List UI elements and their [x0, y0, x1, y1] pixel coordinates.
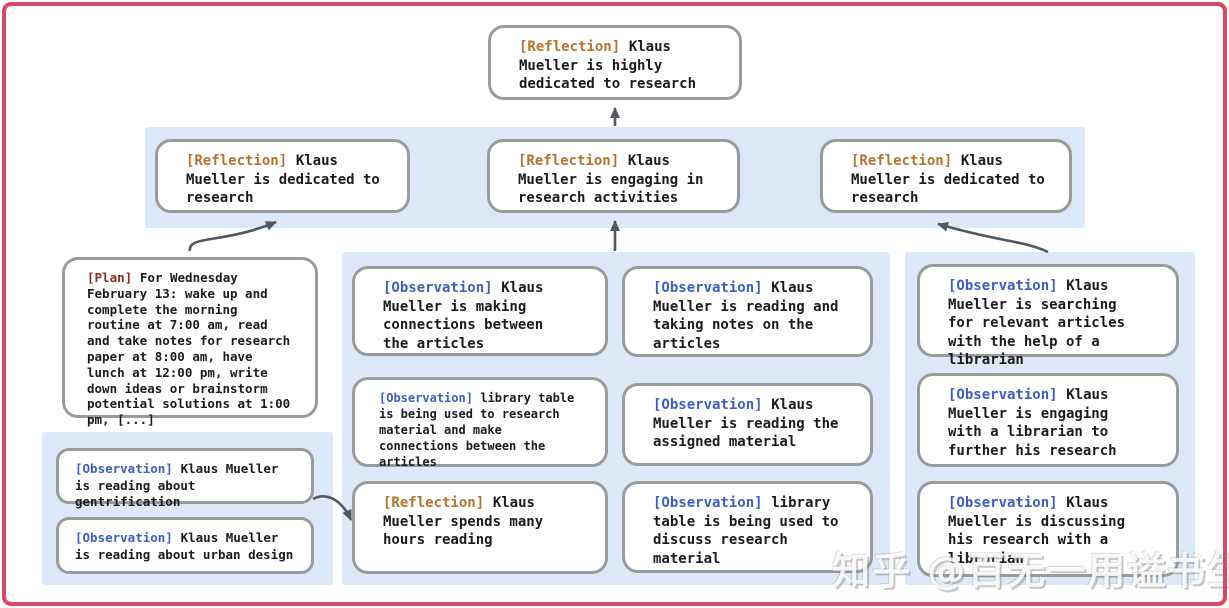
node-observation-gentrification: [Observation]Klaus Mueller is reading ab…	[56, 448, 314, 509]
observation-tag: [Observation]	[653, 280, 763, 296]
node-text: Klaus Mueller is highly dedicated to res…	[519, 39, 697, 92]
zhihu-watermark: 知乎 @百无一用谥书生	[832, 549, 1229, 593]
observation-tag: [Observation]	[75, 530, 173, 545]
node-observation-discussing-librarian: [Observation]Klaus Mueller is discussing…	[917, 481, 1179, 577]
node-plan: [Plan]For Wednesday February 13: wake up…	[62, 257, 318, 427]
observation-tag: [Observation]	[948, 387, 1058, 403]
node-observation-library-research: [Observation]library table is being used…	[352, 377, 608, 469]
observation-tag: [Observation]	[653, 397, 763, 413]
observation-tag: [Observation]	[383, 280, 493, 296]
reflection-tag: [Reflection]	[383, 495, 485, 511]
node-text: For Wednesday February 13: wake up and c…	[87, 270, 291, 428]
node-text: Klaus Mueller is engaging with a librari…	[948, 387, 1117, 459]
node-observation-assigned-material: [Observation]Klaus Mueller is reading th…	[622, 383, 873, 466]
node-text: Klaus Mueller is reading and taking note…	[653, 280, 839, 352]
node-text: Klaus Mueller is engaging in research ac…	[518, 153, 704, 206]
node-observation-library-discuss: [Observation]library table is being used…	[622, 481, 873, 573]
plan-tag: [Plan]	[87, 270, 133, 285]
node-text: library table is being used to research …	[379, 391, 575, 469]
node-reflection-3: [Reflection]Klaus Mueller is dedicated t…	[820, 139, 1072, 213]
node-observation-connections: [Observation]Klaus Mueller is making con…	[352, 266, 608, 356]
node-observation-engaging-librarian: [Observation]Klaus Mueller is engaging w…	[917, 373, 1179, 467]
observation-tag: [Observation]	[379, 391, 473, 405]
node-text: Klaus Mueller is dedicated to research	[186, 153, 380, 206]
node-text: Klaus Mueller spends many hours reading	[383, 495, 544, 548]
node-observation-searching-articles: [Observation]Klaus Mueller is searching …	[917, 264, 1179, 368]
reflection-tag: [Reflection]	[851, 153, 953, 169]
arrow-right-to-ref3	[937, 221, 1049, 254]
observation-tag: [Observation]	[653, 495, 763, 511]
node-text: Klaus Mueller is reading the assigned ma…	[653, 397, 839, 450]
node-text: Klaus Mueller is dedicated to research	[851, 153, 1045, 206]
node-text: Klaus Mueller is reading about gentrific…	[75, 461, 279, 509]
node-text: library table is being used to discuss r…	[653, 495, 839, 567]
node-reflection-hours-reading: [Reflection]Klaus Mueller spends many ho…	[352, 481, 608, 574]
observation-tag: [Observation]	[948, 278, 1058, 294]
node-observation-urban-design: [Observation]Klaus Mueller is reading ab…	[56, 517, 314, 574]
reflection-tag: [Reflection]	[518, 153, 620, 169]
reflection-tag: [Reflection]	[519, 39, 621, 55]
node-reflection-2: [Reflection]Klaus Mueller is engaging in…	[487, 139, 740, 213]
reflection-tag: [Reflection]	[186, 153, 288, 169]
node-text: Klaus Mueller is reading about urban des…	[75, 530, 294, 562]
node-text: Klaus Mueller is searching for relevant …	[948, 278, 1126, 368]
arrow-plan-to-ref1	[188, 220, 277, 252]
observation-tag: [Observation]	[948, 495, 1058, 511]
node-observation-taking-notes: [Observation]Klaus Mueller is reading an…	[622, 266, 873, 357]
node-reflection-1: [Reflection]Klaus Mueller is dedicated t…	[155, 139, 410, 213]
node-reflection-top: [Reflection]Klaus Mueller is highly dedi…	[488, 25, 742, 100]
observation-tag: [Observation]	[75, 461, 173, 476]
node-text: Klaus Mueller is discussing his research…	[948, 495, 1126, 567]
node-text: Klaus Mueller is making connections betw…	[383, 280, 544, 352]
arrow-leftobs-to-reflection	[312, 495, 353, 521]
